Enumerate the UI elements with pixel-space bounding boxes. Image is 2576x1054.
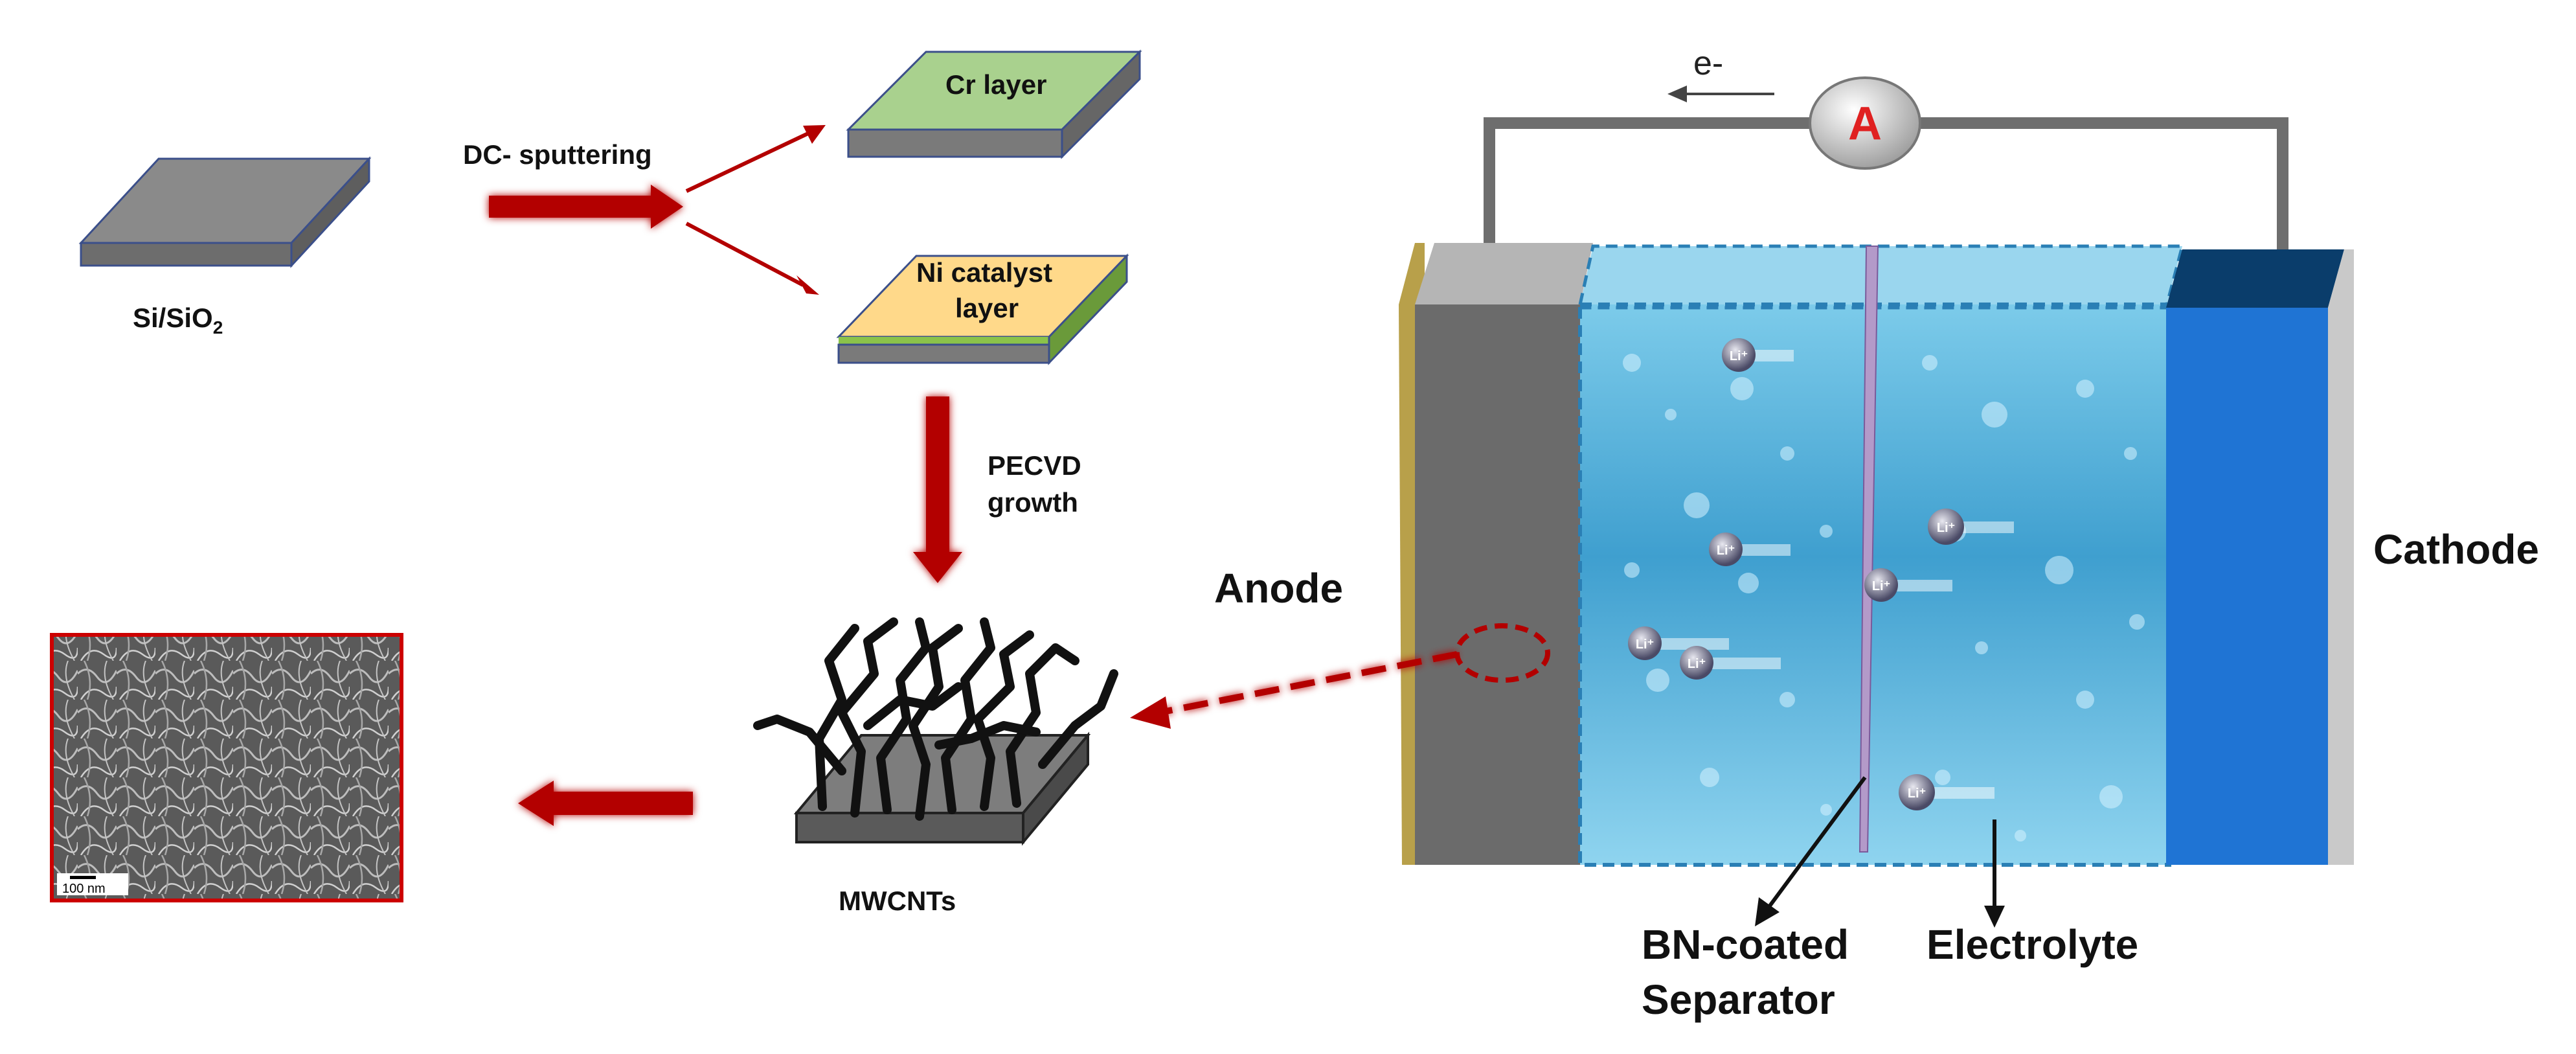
bn-coated-separator (1859, 246, 1879, 853)
electrolyte-region (1578, 244, 2185, 867)
li-ion-label: Li⁺ (1937, 521, 1955, 535)
substrate-wafer (78, 156, 372, 268)
anode-electrode (1415, 243, 1593, 865)
separator-label-1: BN-coated (1642, 921, 1849, 968)
li-ion: Li⁺ (1680, 646, 1781, 680)
pecvd-arrow (913, 396, 962, 583)
electrolyte-pointer (1984, 819, 2005, 928)
scale-bar-label: 100 nm (62, 882, 106, 896)
li-ion: Li⁺ (1709, 533, 1791, 566)
li-ion: Li⁺ (1864, 568, 1952, 602)
li-ions: Li⁺ Li⁺ Li⁺ Li⁺ Li⁺ Li⁺ Li⁺ (1628, 338, 2014, 810)
li-ion: Li⁺ (1722, 338, 1794, 372)
external-circuit-wire (1484, 117, 2288, 266)
li-ion-label: Li⁺ (1688, 657, 1706, 671)
cathode-electrode (2166, 249, 2354, 865)
ni-catalyst-wafer (836, 253, 1129, 365)
to-sem-arrow (518, 781, 693, 826)
li-ion-label: Li⁺ (1872, 579, 1890, 593)
sputtering-arrow (489, 185, 683, 229)
mwcnts-label: MWCNTs (839, 886, 956, 916)
pecvd-label-2: growth (988, 487, 1078, 518)
separator-pointer (1755, 776, 1867, 926)
li-ion-label: Li⁺ (1730, 349, 1748, 363)
ni-catalyst-label-2: layer (955, 293, 1019, 323)
li-ion-label: Li⁺ (1636, 637, 1654, 652)
electron-flow-arrow (1667, 86, 1774, 102)
cr-layer-label: Cr layer (945, 69, 1046, 100)
li-ion: Li⁺ (1628, 626, 1729, 660)
li-ion-label: Li⁺ (1717, 544, 1735, 558)
pecvd-label-1: PECVD (988, 450, 1081, 481)
electrolyte-label: Electrolyte (1926, 921, 2138, 968)
substrate-label: Si/SiO2 (133, 303, 223, 338)
branch-arrows (685, 125, 826, 295)
cathode-label: Cathode (2373, 526, 2539, 573)
ammeter (1809, 76, 1921, 170)
li-ion: Li⁺ (1899, 774, 1994, 810)
anode-label: Anode (1214, 565, 1343, 612)
sem-image (50, 633, 403, 902)
electron-label: e- (1693, 45, 1723, 82)
li-ion: Li⁺ (1928, 509, 2014, 545)
ni-catalyst-label-1: Ni catalyst (916, 257, 1052, 288)
mwcnt-forest (753, 617, 1118, 846)
sputtering-label: DC- sputtering (463, 139, 652, 170)
ammeter-label: A (1848, 98, 1882, 150)
cr-layer-wafer (846, 49, 1142, 159)
separator-label-2: Separator (1642, 976, 1835, 1023)
li-ion-label: Li⁺ (1908, 786, 1926, 801)
anode-zoom-link (1130, 623, 1550, 729)
